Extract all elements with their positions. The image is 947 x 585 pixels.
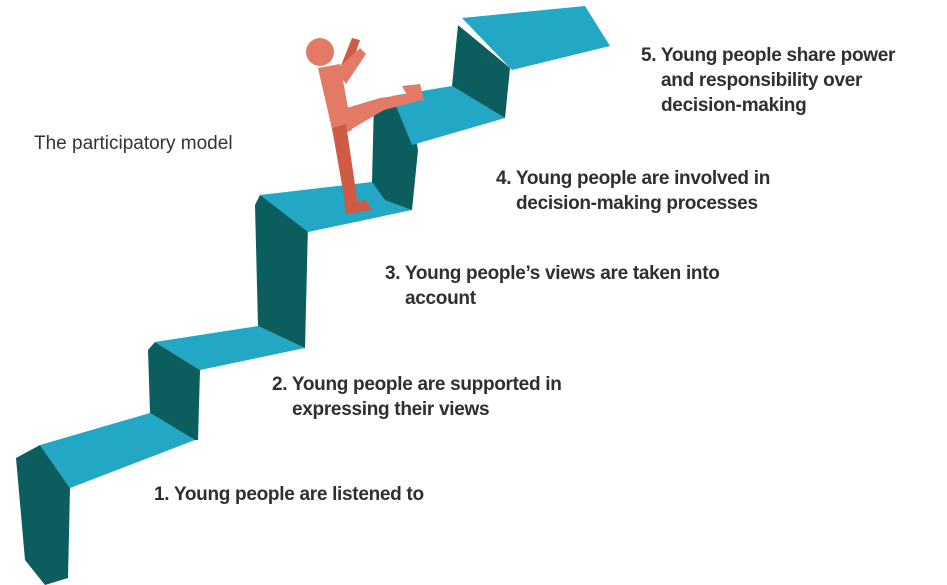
step-4-tread — [392, 86, 505, 145]
step-5-label: 5. Young people share power and responsi… — [641, 43, 895, 118]
step-5-label-line-3: decision-making — [661, 95, 807, 116]
step-2-label-line-1: 2. Young people are supported in — [272, 374, 562, 395]
step-3-label-line-1: 3. Young people’s views are taken into — [385, 263, 720, 284]
step-3-tread — [260, 182, 412, 232]
climbing-figure-icon — [306, 38, 424, 214]
step-3-label: 3. Young people’s views are taken into a… — [385, 261, 720, 311]
step-5-label-line-2: and responsibility over — [661, 70, 863, 91]
step-5-label-line-1: 5. Young people share power — [641, 45, 896, 66]
step-5-riser — [452, 25, 510, 118]
step-5-tread — [462, 6, 610, 70]
step-2-label-line-2: expressing their views — [292, 399, 490, 420]
step-1-tread — [40, 413, 195, 488]
step-1-label: 1. Young people are listened to — [154, 482, 424, 507]
step-3-riser — [255, 195, 308, 348]
step-4-label-line-2: decision-making processes — [516, 193, 758, 214]
step-2-tread — [155, 326, 305, 370]
step-2-riser — [148, 342, 200, 440]
step-1-label-line-1: 1. Young people are listened to — [154, 484, 424, 505]
step-2-label: 2. Young people are supported in express… — [272, 372, 562, 422]
step-4-label-line-1: 4. Young people are involved in — [496, 168, 771, 189]
step-1-riser — [16, 445, 70, 585]
step-4-label: 4. Young people are involved in decision… — [496, 166, 770, 216]
diagram-title: The participatory model — [34, 133, 233, 154]
step-3-label-line-2: account — [405, 288, 476, 309]
